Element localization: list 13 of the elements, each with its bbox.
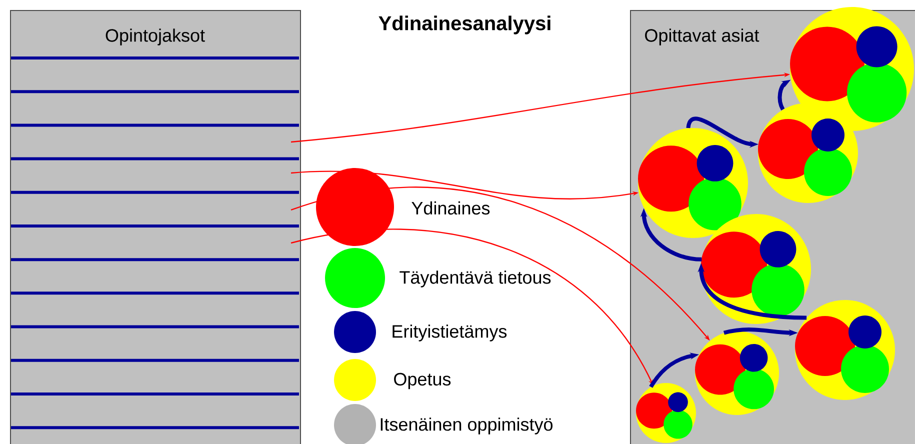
topic-cluster-drawing — [701, 214, 811, 324]
topic-cluster-drawing — [695, 331, 779, 415]
legend-label: Itsenäinen oppimistyö — [380, 418, 552, 434]
legend-label: Opetus — [394, 372, 451, 390]
title: Ydinainesanalyysi — [378, 16, 550, 34]
topic-cluster-drawing — [638, 128, 748, 238]
legend-label: Erityistietämys — [392, 324, 507, 342]
legend-label: Täydentävä tietous — [400, 270, 551, 288]
topic-cluster-drawing — [636, 382, 696, 443]
topic-cluster-drawing — [795, 300, 895, 400]
legend-label: Ydinaines — [412, 201, 490, 215]
topic-cluster-drawing — [758, 103, 858, 203]
panel: Opintojaksot — [10, 10, 301, 444]
